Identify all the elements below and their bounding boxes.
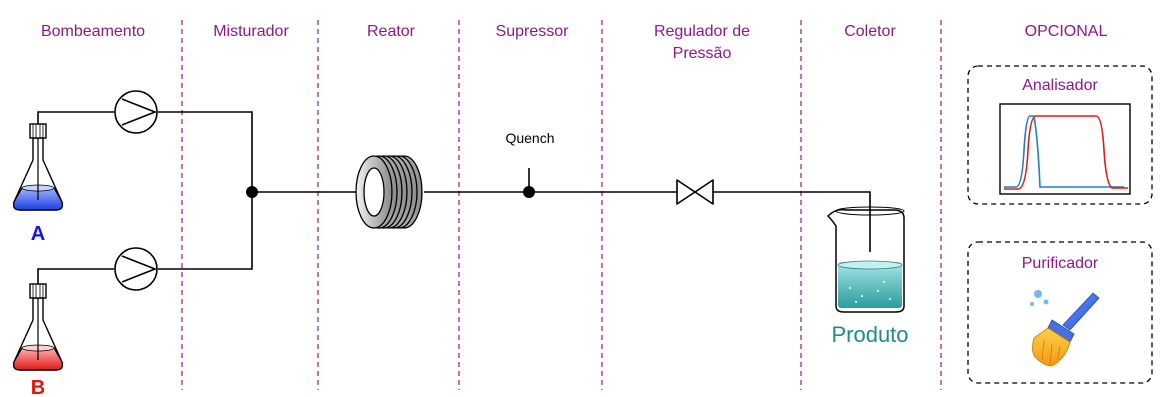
purifier-module: Purificador bbox=[967, 241, 1153, 384]
flask-b-icon bbox=[12, 283, 64, 371]
stage-label-regulator-line2: Pressão bbox=[673, 45, 732, 62]
stage-dividers bbox=[181, 20, 942, 390]
stage-label-optional: OPCIONAL bbox=[1025, 23, 1108, 40]
purifier-title: Purificador bbox=[1022, 255, 1099, 272]
flask-b-label: B bbox=[31, 377, 45, 397]
stage-label-regulator-line1: Regulador de bbox=[654, 23, 750, 40]
stage-label-suppressor: Supressor bbox=[496, 23, 570, 40]
coil-reactor-icon bbox=[355, 155, 423, 229]
flask-a-label: A bbox=[31, 223, 45, 245]
quench-label: Quench bbox=[505, 130, 554, 146]
analyzer-module: Analisador bbox=[967, 65, 1153, 205]
analyzer-title: Analisador bbox=[1022, 77, 1098, 94]
analyzer-chart-icon bbox=[999, 103, 1131, 195]
stage-label-mixer: Misturador bbox=[213, 23, 289, 40]
tubing bbox=[37, 111, 871, 284]
broom-icon bbox=[1030, 290, 1100, 367]
pump-icon-a bbox=[114, 90, 158, 134]
pump-icon-b bbox=[114, 247, 158, 291]
quench-junction bbox=[523, 186, 535, 198]
stage-label-reactor: Reator bbox=[367, 23, 416, 40]
valve-icon bbox=[676, 179, 714, 205]
beaker-icon bbox=[826, 206, 905, 313]
product-label: Produto bbox=[831, 322, 908, 347]
stage-label-collector: Coletor bbox=[844, 23, 896, 40]
stage-label-pumping: Bombeamento bbox=[41, 23, 145, 40]
flask-a-icon bbox=[12, 123, 64, 211]
mixer-junction bbox=[246, 186, 258, 198]
